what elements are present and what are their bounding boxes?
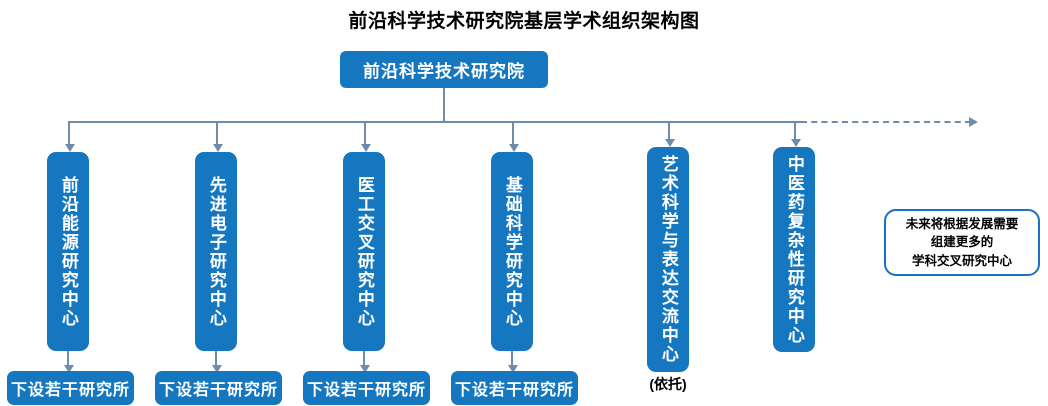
root-stem-line [443, 88, 445, 122]
center-node-2[interactable]: 先进电子研究中心 [195, 152, 237, 351]
institute-node-2[interactable]: 下设若干研究所 [155, 371, 282, 405]
drop-line-institute-1 [67, 351, 69, 367]
arrow-down-icon-center-6 [791, 139, 801, 147]
bus-line-solid [68, 121, 801, 123]
bus-line-arrow-icon [969, 117, 978, 127]
center-node-3[interactable]: 医工交叉研究中心 [343, 152, 385, 351]
center-node-6[interactable]: 中医药复杂性研究中心 [773, 147, 815, 352]
drop-line-institute-4 [511, 351, 513, 367]
drop-line-center-2 [216, 121, 218, 146]
future-expansion-note: 未来将根据发展需要 组建更多的 学科交叉研究中心 [884, 209, 1040, 276]
chart-title: 前沿科学技术研究院基层学术组织架构图 [348, 11, 700, 32]
arrow-down-icon-center-5 [665, 139, 675, 147]
center-node-5-sub-label: (依托) [649, 376, 687, 392]
center-node-5[interactable]: 艺术科学与表达交流中心 [647, 147, 689, 372]
arrow-down-icon-center-2 [213, 144, 223, 152]
bus-line-dashed [801, 121, 971, 123]
arrow-down-icon-institute-1 [64, 365, 74, 373]
drop-line-institute-3 [363, 351, 365, 367]
drop-line-center-6 [794, 121, 796, 141]
center-node-1[interactable]: 前沿能源研究中心 [47, 152, 89, 351]
arrow-down-icon-institute-2 [212, 365, 222, 373]
note-line-3: 学科交叉研究中心 [911, 253, 1012, 268]
drop-line-center-3 [364, 121, 366, 146]
drop-line-center-1 [68, 121, 70, 146]
arrow-down-icon-institute-3 [360, 365, 370, 373]
arrow-down-icon-institute-4 [508, 365, 518, 373]
center-node-4[interactable]: 基础科学研究中心 [491, 152, 533, 351]
drop-line-institute-2 [215, 351, 217, 367]
note-line-2: 组建更多的 [930, 235, 994, 250]
drop-line-center-5 [668, 121, 670, 141]
institute-node-1[interactable]: 下设若干研究所 [7, 371, 134, 405]
institute-node-3[interactable]: 下设若干研究所 [303, 371, 430, 405]
drop-line-center-4 [512, 121, 514, 146]
institute-node-4[interactable]: 下设若干研究所 [451, 371, 578, 405]
arrow-down-icon-center-3 [361, 144, 371, 152]
arrow-down-icon-center-4 [509, 144, 519, 152]
root-node-institute[interactable]: 前沿科学技术研究院 [340, 51, 548, 88]
arrow-down-icon-center-1 [65, 144, 75, 152]
note-line-1: 未来将根据发展需要 [905, 217, 1019, 232]
